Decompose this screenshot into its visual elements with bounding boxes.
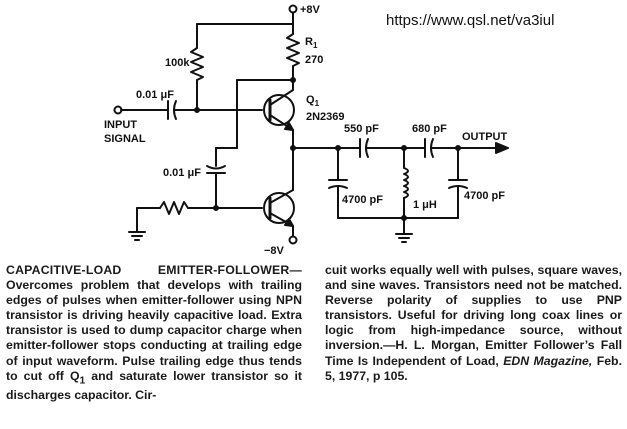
caption-right-text-2: Feb. 5, 1977, p 105. xyxy=(325,353,622,383)
label-r1-ref: R1 xyxy=(305,36,318,50)
circuit-schematic: +8V R1 270 100k 0.01 μF 0.01 μF Q1 2N236… xyxy=(104,4,509,257)
label-output: OUTPUT xyxy=(462,131,508,143)
mid-cap-plate-a xyxy=(206,165,226,170)
output-arrow xyxy=(495,142,509,154)
r1-resistor xyxy=(286,33,300,67)
label-cap-680pf: 680 pF xyxy=(412,123,447,135)
label-input-cap: 0.01 μF xyxy=(136,89,174,101)
label-supply-pos: +8V xyxy=(300,4,321,16)
caption-left-text-1: Overcomes problem that develops with tra… xyxy=(6,278,302,383)
label-q1-ref: Q1 xyxy=(306,94,320,108)
label-input-2: SIGNAL xyxy=(104,133,146,145)
supply-neg-terminal xyxy=(288,235,298,245)
label-shunt-cap-1: 4700 pF xyxy=(342,194,383,206)
caption-right-text-1: cuit works equally well with pulses, squ… xyxy=(325,263,622,368)
label-mid-cap: 0.01 μF xyxy=(163,167,201,179)
caption-right-em: EDN Magazine, xyxy=(503,353,593,368)
label-shunt-cap-2: 4700 pF xyxy=(464,190,505,202)
caption-left-column: CAPACITIVE-LOAD EMITTER-FOLLOWER— Overco… xyxy=(6,263,302,403)
caption-left-text-2: and saturate lower transistor so it disc… xyxy=(6,368,302,403)
bias-resistor-100k xyxy=(190,47,204,81)
q2-transistor xyxy=(263,192,295,224)
q1-transistor xyxy=(263,94,295,126)
label-q1-part: 2N2369 xyxy=(306,111,345,123)
label-input-1: INPUT xyxy=(104,119,137,131)
caption-right-column: cuit works equally well with pulses, squ… xyxy=(325,263,622,384)
caption-left-sub: 1 xyxy=(79,375,86,387)
label-inductor: 1 μH xyxy=(413,199,437,211)
label-supply-neg: −8V xyxy=(264,245,285,257)
supply-pos-terminal xyxy=(288,4,298,14)
label-r1-value: 270 xyxy=(305,54,323,66)
inductor-1uh xyxy=(403,167,409,199)
base-resistor xyxy=(159,201,189,215)
label-bias-resistor: 100k xyxy=(165,57,190,69)
label-cap-550pf: 550 pF xyxy=(344,123,379,135)
source-url: https://www.qsl.net/va3iul xyxy=(386,12,555,29)
caption-title: CAPACITIVE-LOAD EMITTER-FOLLOWER— xyxy=(6,263,302,277)
